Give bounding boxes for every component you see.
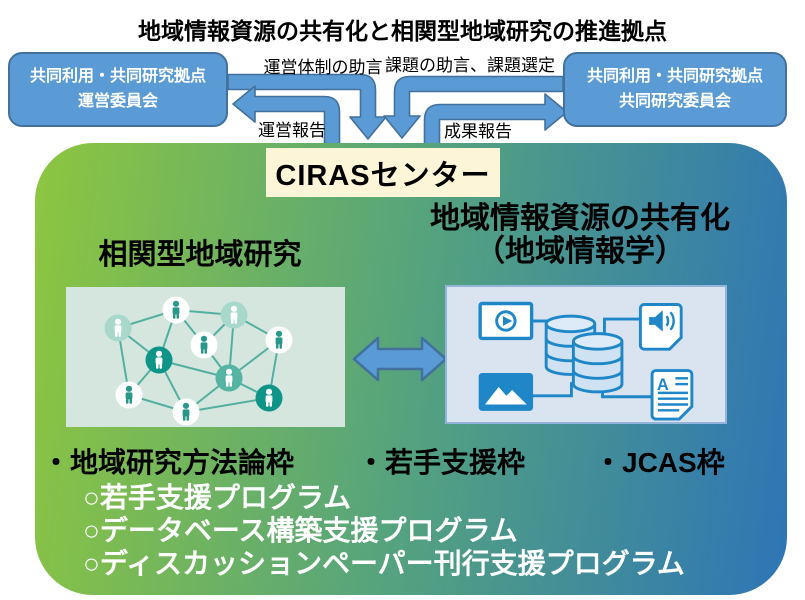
section-title-line: 地域情報資源の共有化 (430, 202, 730, 235)
database-icon (544, 314, 624, 394)
section-title-info-sharing: 地域情報資源の共有化 （地域情報学） (413, 202, 747, 268)
flow-label-advice-management: 運営体制の助言 (263, 58, 383, 77)
video-icon (478, 301, 534, 341)
section-title-correlational-studies: 相関型地域研究 (98, 239, 302, 271)
flow-label-advice-topics: 課題の助言、課題選定 (385, 56, 555, 75)
committee-line: 運営委員会 (77, 92, 158, 110)
flow-label-report-management: 運営報告 (258, 121, 326, 140)
framework-item-methodology: ・地域研究方法論枠 (42, 447, 295, 478)
ciras-center-box: CIRASセンター (266, 148, 500, 197)
program-item: ○ディスカッションペーパー刊行支援プログラム (83, 548, 685, 579)
page-title: 地域情報資源の共有化と相関型地域研究の推進拠点 (138, 18, 667, 44)
image-icon (478, 372, 534, 411)
framework-item-jcas: ・JCAS枠 (594, 447, 725, 478)
document-file-icon: A (650, 369, 694, 421)
program-item: ○データベース構築支援プログラム (83, 515, 518, 546)
committee-line: 共同利用・共同研究拠点 (586, 67, 763, 85)
people-network-illustration (66, 287, 345, 427)
double-arrow-icon (352, 336, 448, 382)
media-database-graphic: A (478, 301, 694, 421)
program-item: ○若手支援プログラム (83, 482, 352, 513)
section-subtitle-line: （地域情報学） (475, 235, 685, 268)
audio-file-icon (638, 303, 683, 351)
people-network-graphic (104, 296, 293, 426)
flow-label-report-results: 成果報告 (444, 122, 512, 141)
committee-line: 共同研究委員会 (618, 92, 731, 110)
framework-item-young-researchers: ・若手支援枠 (357, 447, 526, 478)
committee-box-joint-research: 共同利用・共同研究拠点 共同研究委員会 (563, 52, 787, 127)
committee-line: 共同利用・共同研究拠点 (29, 67, 206, 85)
committee-box-management: 共同利用・共同研究拠点 運営委員会 (8, 52, 228, 127)
document-letter: A (657, 376, 669, 394)
media-database-illustration: A (445, 285, 727, 424)
program-list: ○若手支援プログラム ○データベース構築支援プログラム ○ディスカッションペーパ… (83, 481, 685, 580)
network-nodes (104, 296, 293, 426)
